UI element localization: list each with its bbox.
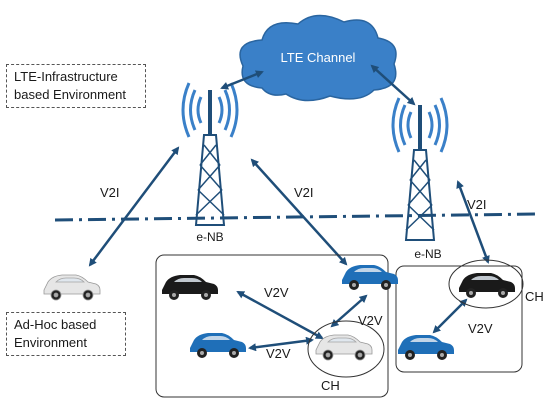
enb-label-right: e-NB <box>414 247 441 261</box>
cluster-box-left <box>155 254 389 398</box>
label-v2i-right: V2I <box>467 197 487 212</box>
arrow-v2v-mid-right <box>330 294 368 328</box>
cluster-head-ring-right <box>448 259 524 309</box>
enb-label-left: e-NB <box>196 230 223 244</box>
label-v2v-bottom: V2V <box>266 346 291 361</box>
car-blue-right <box>398 335 454 360</box>
label-v2i-left: V2I <box>100 185 120 200</box>
label-ch-left: CH <box>321 378 340 393</box>
enb-tower-left <box>181 81 239 227</box>
cluster-head-ring-left <box>307 320 385 378</box>
adhoc-environment-label: Ad-Hoc based Environment <box>6 312 126 356</box>
cluster-box-right <box>395 265 523 373</box>
lte-channel-cloud: LTE Channel <box>239 14 397 102</box>
label-v2v-mid-right: V2V <box>358 313 383 328</box>
arrow-v2i-middle <box>250 158 348 266</box>
arrow-v2v-top <box>236 290 324 340</box>
arrow-v2v-right <box>432 298 468 334</box>
arrow-v2i-right <box>456 180 490 264</box>
infrastructure-environment-label: LTE-Infrastructure based Environment <box>6 64 146 108</box>
label-ch-right: CH <box>525 289 544 304</box>
label-v2v-top: V2V <box>264 285 289 300</box>
car-black-left <box>162 275 218 300</box>
car-white-left <box>43 274 101 301</box>
car-white-ch <box>315 334 373 361</box>
arrow-v2v-bottom <box>248 336 314 352</box>
cloud-label: LTE Channel <box>281 50 356 65</box>
arrow-cloud-tower-right <box>370 64 416 106</box>
arrow-v2i-left <box>88 146 180 267</box>
enb-tower-right <box>391 96 449 242</box>
arrow-tower-cloud-left <box>220 70 264 90</box>
label-v2i-middle: V2I <box>294 185 314 200</box>
car-blue-middle <box>190 333 246 358</box>
car-blue-top <box>342 265 398 290</box>
label-v2v-right: V2V <box>468 321 493 336</box>
car-black-ch <box>459 273 515 298</box>
